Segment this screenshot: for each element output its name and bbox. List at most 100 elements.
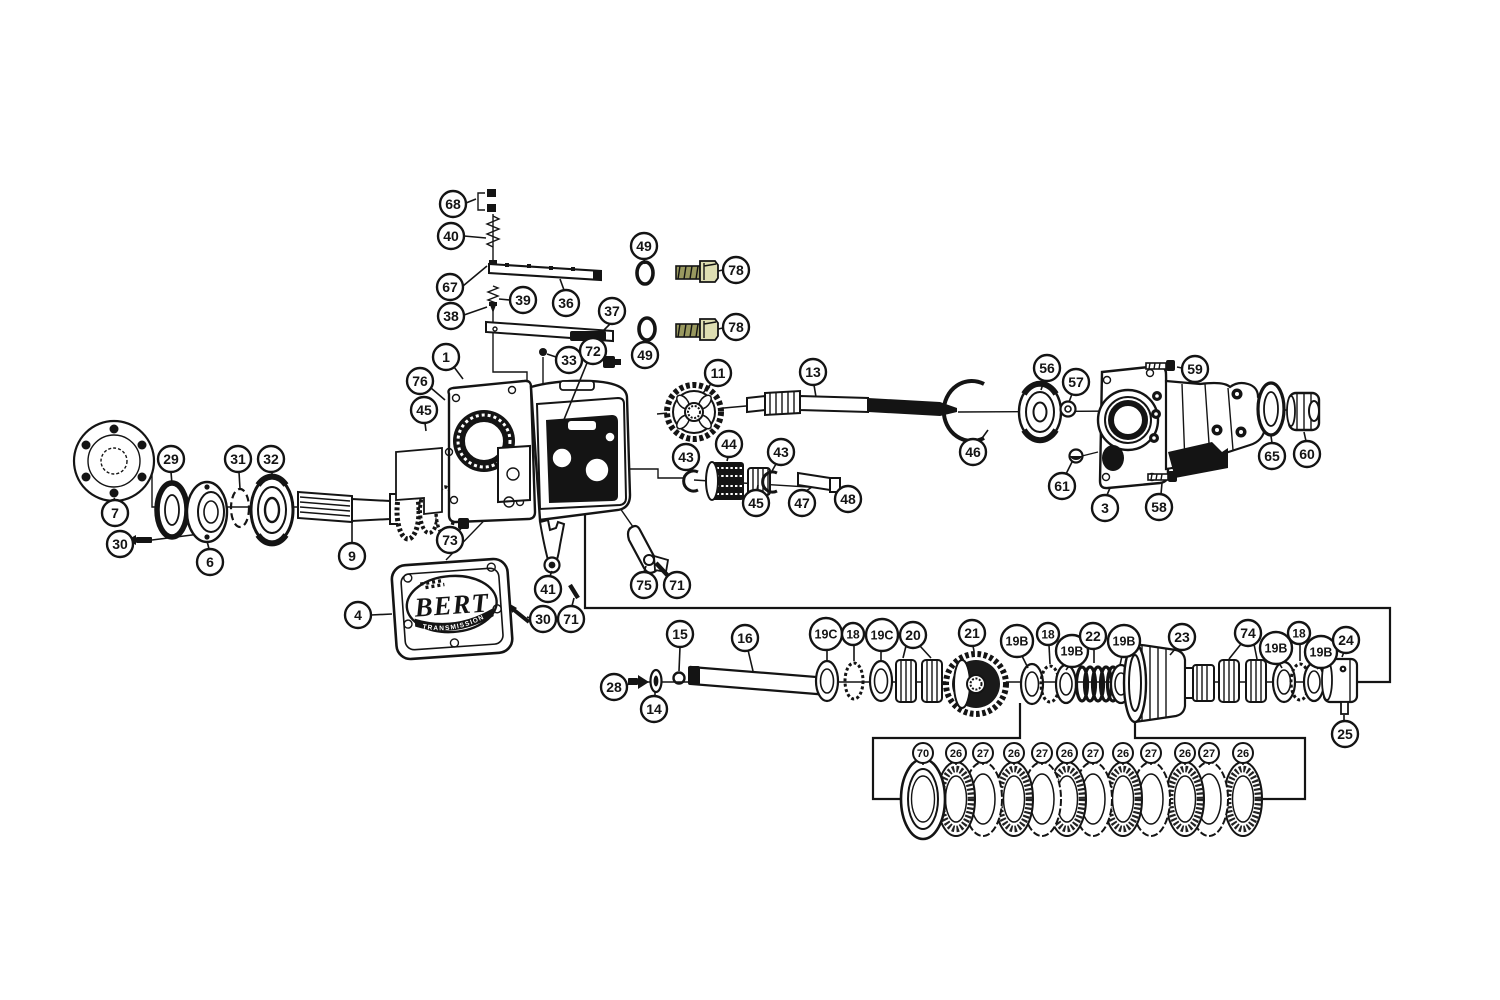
svg-text:32: 32 (263, 451, 279, 467)
svg-text:6: 6 (206, 554, 214, 570)
callout-36: 36 (551, 278, 581, 318)
svg-text:19B: 19B (1113, 635, 1136, 649)
svg-text:33: 33 (561, 352, 577, 368)
svg-text:11: 11 (711, 365, 726, 381)
callout-21: 21 (957, 618, 987, 652)
callout-26: 26 (1232, 742, 1254, 765)
callout-16: 16 (730, 623, 760, 672)
svg-text:67: 67 (442, 279, 458, 295)
callout-19B: 19B (1258, 630, 1294, 669)
callout-18: 18 (840, 621, 866, 661)
callout-18: 18 (1035, 621, 1061, 665)
svg-text:30: 30 (112, 536, 128, 552)
callout-30: 30 (526, 604, 558, 634)
svg-text:26: 26 (950, 748, 962, 760)
clutch-disc-stack (899, 757, 1263, 841)
svg-text:24: 24 (1338, 632, 1354, 648)
svg-text:18: 18 (1292, 626, 1306, 640)
part-25-pin (1340, 701, 1349, 715)
callout-29: 29 (156, 444, 186, 485)
svg-text:73: 73 (442, 532, 458, 548)
callout-19C: 19C (864, 617, 900, 660)
callout-3: 3 (1090, 487, 1120, 523)
callout-7: 7 (100, 497, 130, 528)
callout-57: 57 (1061, 367, 1091, 403)
svg-text:18: 18 (846, 627, 860, 641)
callout-22: 22 (1078, 621, 1108, 663)
callout-75: 75 (629, 565, 659, 600)
svg-text:3: 3 (1101, 500, 1109, 516)
callout-23: 23 (1167, 622, 1197, 656)
svg-text:19B: 19B (1006, 635, 1029, 649)
svg-text:36: 36 (558, 295, 574, 311)
part-6-bearing-retainer (185, 480, 229, 544)
disc-26-friction (1165, 761, 1205, 837)
svg-text:14: 14 (646, 701, 662, 717)
callout-74: 74 (1228, 618, 1263, 660)
svg-text:27: 27 (1036, 748, 1048, 760)
svg-text:61: 61 (1054, 478, 1070, 494)
svg-text:43: 43 (773, 444, 789, 460)
svg-text:37: 37 (604, 303, 620, 319)
part-49-oring (635, 260, 655, 286)
part-1-main-case (497, 379, 632, 522)
part-33-detent-ball (539, 348, 547, 356)
svg-text:38: 38 (443, 308, 459, 324)
callout-32: 32 (256, 444, 286, 479)
svg-text:78: 78 (728, 319, 744, 335)
svg-text:72: 72 (585, 343, 601, 359)
part-19C-washer (868, 659, 894, 703)
callout-70: 70 (912, 742, 934, 765)
part-65-rear-seal (1256, 381, 1286, 437)
part-71-roll-pin (568, 583, 580, 600)
callout-46: 46 (958, 429, 989, 467)
svg-text:19C: 19C (815, 628, 838, 642)
part-4-side-cover: BERT TRANSMISSION (390, 557, 514, 661)
disc-26-friction (1223, 761, 1263, 837)
callout-24: 24 (1331, 625, 1361, 658)
callout-45: 45 (409, 395, 439, 432)
callout-41: 41 (533, 570, 563, 604)
callout-48: 48 (833, 484, 863, 514)
svg-text:60: 60 (1299, 446, 1315, 462)
svg-text:19B: 19B (1310, 646, 1333, 660)
callout-56: 56 (1032, 353, 1062, 391)
part-44-reverse-gear (705, 461, 744, 501)
svg-text:22: 22 (1085, 628, 1101, 644)
callout-49: 49 (629, 231, 659, 265)
svg-text:68: 68 (445, 196, 461, 212)
svg-text:18: 18 (1041, 627, 1055, 641)
svg-text:71: 71 (669, 577, 685, 593)
callout-67: 67 (435, 265, 488, 302)
part-57-slinger (1059, 400, 1077, 418)
part-11-low-gear (664, 382, 724, 442)
svg-text:49: 49 (636, 238, 652, 254)
part-32-ball-bearing (249, 473, 295, 547)
svg-text:58: 58 (1151, 499, 1167, 515)
callout-72: 72 (551, 336, 608, 450)
part-56-rear-bearing (1017, 380, 1063, 444)
part-74-needle-bearings (1218, 659, 1267, 703)
svg-text:70: 70 (917, 748, 929, 760)
callout-78: 78 (717, 255, 751, 285)
callout-25: 25 (1330, 715, 1360, 749)
callout-20: 20 (898, 620, 932, 659)
svg-text:65: 65 (1264, 448, 1280, 464)
callout-40: 40 (436, 221, 487, 251)
callout-58: 58 (1144, 482, 1174, 522)
callout-31: 31 (223, 444, 253, 490)
svg-text:59: 59 (1187, 361, 1203, 377)
svg-text:15: 15 (672, 626, 688, 642)
svg-text:28: 28 (606, 679, 622, 695)
callout-44: 44 (714, 429, 744, 462)
svg-text:26: 26 (1061, 748, 1073, 760)
part-28-arrow-bolt (628, 675, 649, 689)
part-19B-washer (1019, 662, 1045, 706)
svg-text:48: 48 (840, 491, 856, 507)
callout-78: 78 (717, 312, 751, 342)
callout-26: 26 (1112, 742, 1134, 765)
svg-text:45: 45 (748, 495, 764, 511)
part-61-cup-plug (1068, 448, 1084, 464)
callout-9: 9 (337, 523, 367, 571)
callout-26: 26 (1003, 742, 1025, 765)
